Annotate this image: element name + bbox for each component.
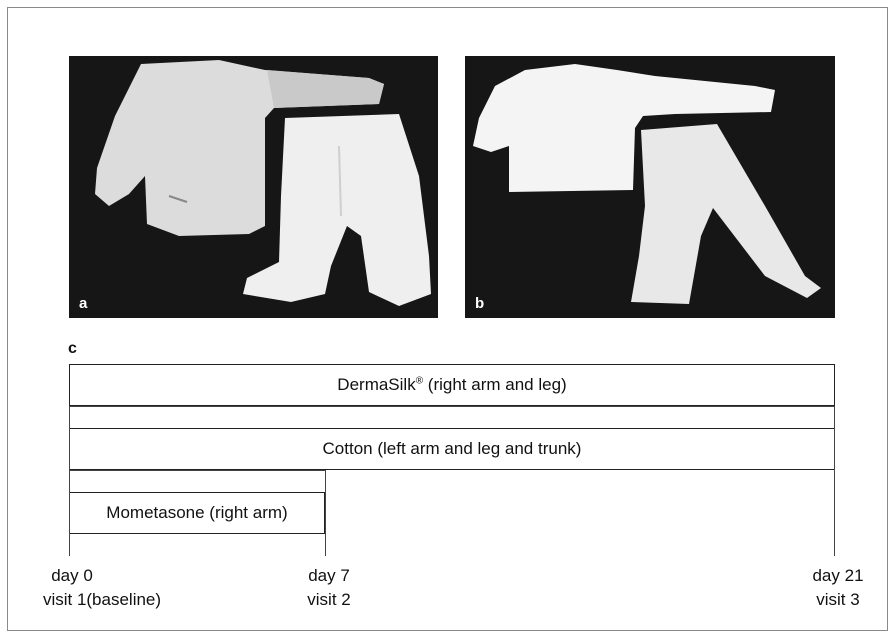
panel-c-label: c [68, 340, 77, 358]
dermasilk-bar: DermaSilk® (right arm and leg) [69, 364, 835, 406]
pants-shape [631, 124, 821, 304]
cotton-label: Cotton (left arm and leg and trunk) [323, 439, 582, 459]
visit1-label: visit 1(baseline) [43, 588, 161, 612]
garment-b-illustration [465, 56, 835, 318]
bar-gap-line-1 [69, 406, 835, 407]
photo-b-garments: b [465, 56, 835, 318]
dermasilk-label: DermaSilk® (right arm and leg) [337, 375, 566, 395]
mometasone-bar: Mometasone (right arm) [69, 492, 325, 534]
panel-a-label: a [79, 295, 87, 312]
visit3-label: visit 3 [812, 588, 863, 612]
day21-tick: day 21 visit 3 [812, 564, 863, 612]
day21-label: day 21 [812, 564, 863, 588]
day7-tick: day 7 visit 2 [307, 564, 350, 612]
mometasone-label: Mometasone (right arm) [106, 503, 287, 523]
day0-tick: day 0 visit 1(baseline) [0, 564, 161, 612]
day7-line [325, 470, 326, 556]
visit2-label: visit 2 [307, 588, 350, 612]
photo-a-garments: a [69, 56, 438, 318]
day0-line [69, 406, 70, 556]
day7-label: day 7 [307, 564, 350, 588]
panel-b-label: b [475, 295, 484, 312]
bar-gap-line-2 [69, 470, 325, 471]
footed-pants-shape [243, 114, 431, 306]
day21-line [834, 406, 835, 556]
day0-label: day 0 [0, 564, 161, 588]
garment-a-illustration [69, 56, 438, 318]
cotton-bar: Cotton (left arm and leg and trunk) [69, 428, 835, 470]
